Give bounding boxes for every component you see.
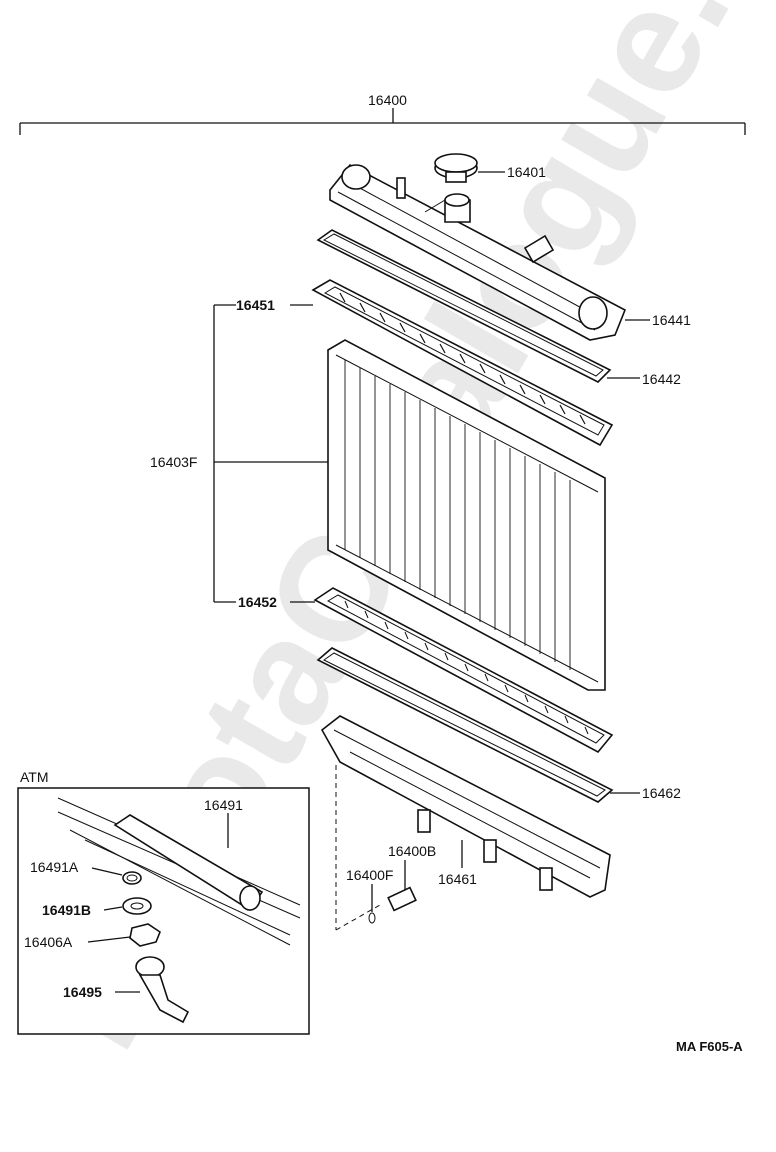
radiator-cap bbox=[434, 153, 478, 183]
atm-callout-hose: 16495 bbox=[63, 984, 102, 1000]
plate-group-bracket bbox=[213, 304, 236, 603]
callout-drain-cock: 16400B bbox=[388, 843, 436, 859]
upper-core-plate bbox=[311, 279, 614, 447]
dashed-leader-2 bbox=[335, 904, 381, 931]
figure-code: MA F605-A bbox=[676, 1039, 743, 1054]
callout-upper-plate: 16451 bbox=[236, 297, 275, 313]
atm-oil-cooler-pipe bbox=[113, 814, 264, 912]
callout-drain-oring: 16400F bbox=[346, 867, 393, 883]
callout-upper-gasket: 16442 bbox=[642, 371, 681, 387]
radiator-core bbox=[327, 339, 606, 691]
drain-o-ring bbox=[368, 884, 376, 924]
drain-cock bbox=[387, 860, 417, 912]
upper-tank bbox=[329, 163, 627, 341]
lower-core-plate bbox=[313, 587, 614, 754]
callout-lower-gasket: 16462 bbox=[642, 785, 681, 801]
lower-gasket bbox=[316, 647, 614, 803]
atm-callout-nut: 16406A bbox=[24, 934, 73, 950]
lower-tank bbox=[320, 715, 611, 898]
atm-callout-gasket-b: 16491B bbox=[42, 902, 91, 918]
assembly-bracket bbox=[19, 108, 746, 135]
upper-gasket bbox=[316, 229, 612, 383]
callout-core: 16403F bbox=[150, 454, 197, 470]
callout-upper-tank: 16441 bbox=[652, 312, 691, 328]
atm-nut bbox=[129, 923, 161, 947]
callout-lower-tank: 16461 bbox=[438, 871, 477, 887]
atm-gasket-b bbox=[122, 897, 152, 915]
atm-callout-pipe: 16491 bbox=[204, 797, 243, 813]
callout-cap: 16401 bbox=[507, 164, 546, 180]
callout-lower-plate: 16452 bbox=[238, 594, 277, 610]
atm-hose bbox=[135, 956, 190, 1024]
assembly-label: 16400 bbox=[368, 92, 407, 108]
atm-title: ATM bbox=[20, 769, 49, 785]
atm-callout-gasket-a: 16491A bbox=[30, 859, 79, 875]
atm-inset: ATM 16491 16491A 16491B 16406A bbox=[17, 769, 310, 1035]
atm-gasket-a bbox=[122, 871, 142, 885]
